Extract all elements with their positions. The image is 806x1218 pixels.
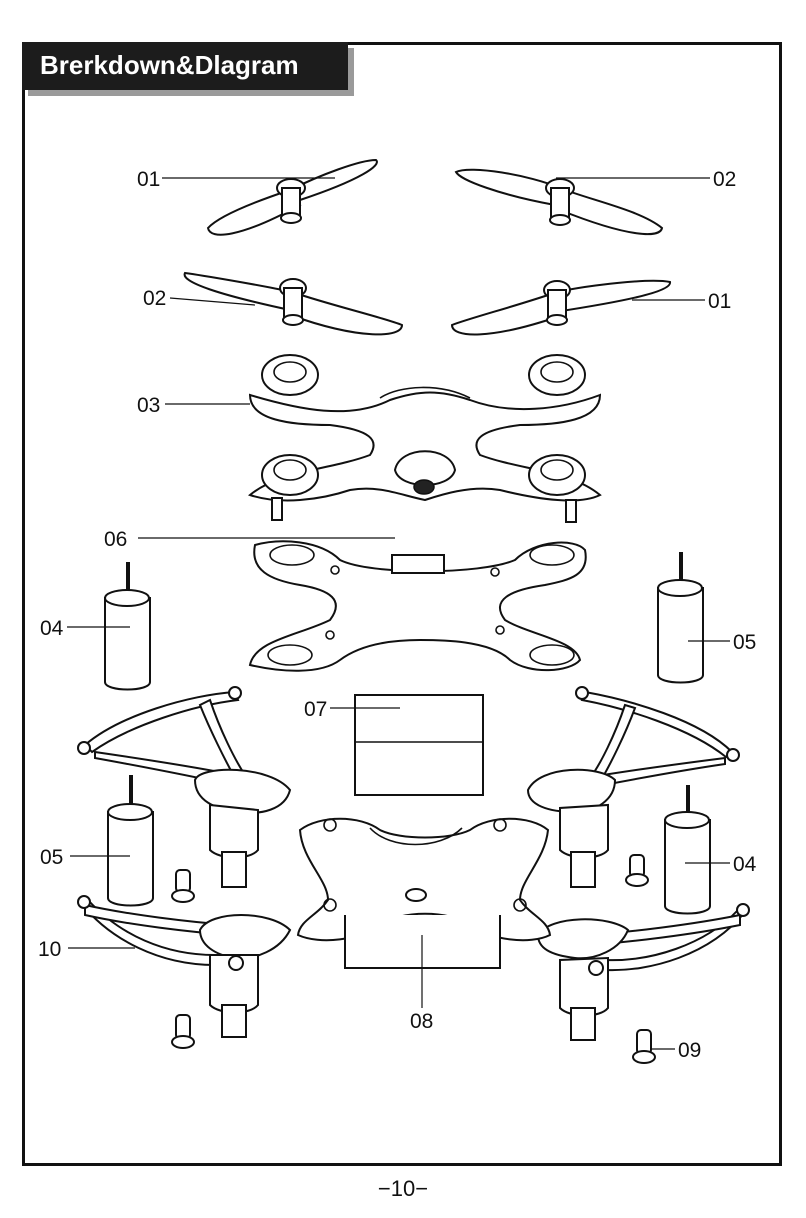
callout-04-left: 04	[40, 617, 64, 640]
propeller-mid-right	[452, 281, 670, 335]
propeller-mid-left	[185, 273, 402, 334]
callout-01-top: 01	[137, 168, 160, 191]
callout-02-mid: 02	[143, 287, 166, 310]
motor-05-left	[108, 775, 153, 906]
motor-04-right	[665, 785, 710, 914]
foot-screw-1	[172, 870, 194, 902]
battery	[355, 695, 483, 795]
pcb-board	[250, 541, 586, 670]
callout-08: 08	[410, 1010, 433, 1033]
callout-05-left: 05	[40, 846, 63, 869]
foot-screw-4	[633, 1030, 655, 1063]
foot-screw-2	[172, 1015, 194, 1048]
frame-arm-lower-right	[538, 904, 749, 1040]
propeller-top-right	[456, 170, 662, 234]
foot-screw-3	[626, 855, 648, 886]
callout-03: 03	[137, 394, 160, 417]
callout-06: 06	[104, 528, 127, 551]
propeller-top-left	[208, 160, 377, 235]
callout-09: 09	[678, 1039, 701, 1062]
motor-04-left	[105, 562, 150, 690]
bottom-shell	[298, 819, 550, 968]
callout-05-right: 05	[733, 631, 756, 654]
callout-10: 10	[38, 938, 61, 961]
callout-07: 07	[304, 698, 327, 721]
top-cover	[250, 355, 600, 522]
motor-05-right	[658, 552, 703, 683]
callout-02-top: 02	[713, 168, 736, 191]
callout-01-mid: 01	[708, 290, 731, 313]
callout-04-right: 04	[733, 853, 757, 876]
page-number: −10−	[0, 1176, 806, 1202]
